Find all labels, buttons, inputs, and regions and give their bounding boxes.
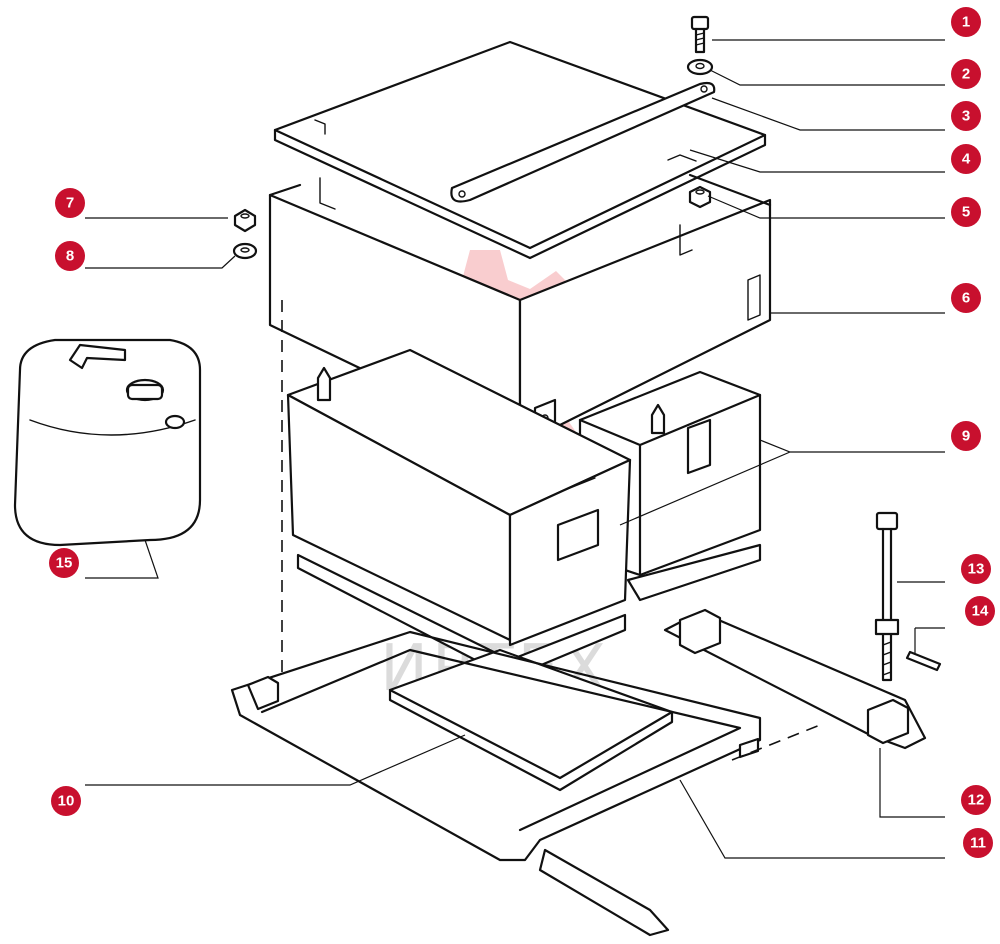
svg-text:7: 7 [66,195,74,212]
svg-text:2: 2 [962,66,970,83]
callout-badge-14: 14 [965,596,995,626]
part-clamp-bracket [663,608,927,750]
svg-text:14: 14 [972,603,989,620]
callout-badge-4: 4 [951,144,981,174]
svg-text:4: 4 [962,151,971,168]
part-lid [273,40,767,260]
svg-text:9: 9 [962,428,970,445]
callout-badge-13: 13 [961,554,991,584]
svg-text:6: 6 [962,290,970,307]
callout-badge-8: 8 [55,241,85,271]
callout-badge-9: 9 [951,421,981,451]
part-pin [905,650,942,672]
svg-text:11: 11 [970,835,986,852]
svg-text:1: 1 [962,14,970,31]
part-washer-left [232,242,258,260]
callout-badge-5: 5 [951,197,981,227]
svg-text:12: 12 [968,792,985,809]
svg-text:8: 8 [66,248,74,265]
callout-badge-12: 12 [961,785,991,815]
part-tray [230,630,762,937]
svg-text:10: 10 [58,793,75,810]
callout-badge-10: 10 [51,786,81,816]
callout-badge-1: 1 [951,7,981,37]
part-long-bolt [874,511,900,682]
part-strap [450,81,716,203]
svg-text:13: 13 [968,561,985,578]
svg-text:15: 15 [56,555,73,572]
callout-badge-6: 6 [951,283,981,313]
callout-badge-3: 3 [951,101,981,131]
part-washer-top [686,58,714,76]
part-battery-front [286,348,632,680]
part-bolt [690,15,710,54]
assembly-dashed-line-right [731,724,821,761]
callout-badge-11: 11 [963,828,993,858]
callout-badge-7: 7 [55,188,85,218]
part-nut-lid [688,185,712,209]
svg-text:5: 5 [962,204,970,221]
callout-badge-15: 15 [49,548,79,578]
leader-lines [85,39,945,859]
svg-text:3: 3 [962,108,970,125]
part-nut-left [233,208,257,233]
callout-badge-2: 2 [951,59,981,89]
part-canister [13,338,202,547]
